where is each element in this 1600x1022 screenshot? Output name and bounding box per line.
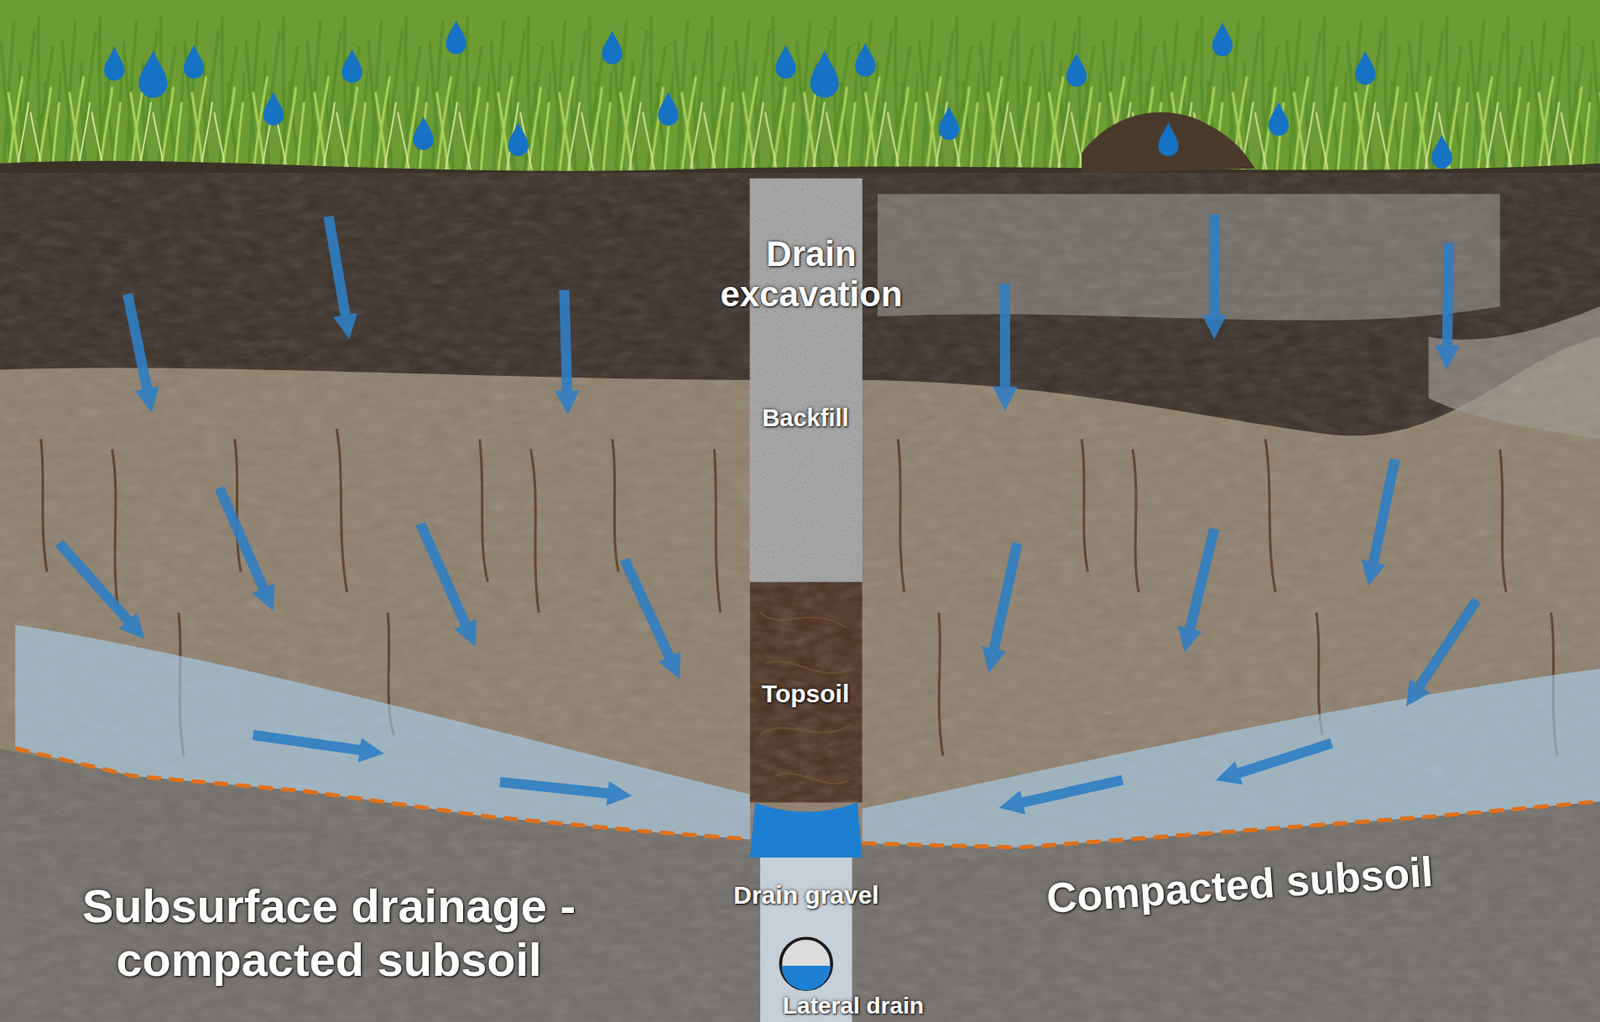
layer-label: Topsoil [761,679,850,709]
pipe-label: Lateral drain [782,992,924,1020]
zone-label: Compacted subsoil [1045,848,1435,924]
layer-label: Backfill [761,404,849,433]
diagram-title: Subsurface drainage - compacted subsoil [18,879,640,988]
layer-label: Drain gravel [733,880,879,911]
trench-label: Drain excavation [706,234,917,316]
